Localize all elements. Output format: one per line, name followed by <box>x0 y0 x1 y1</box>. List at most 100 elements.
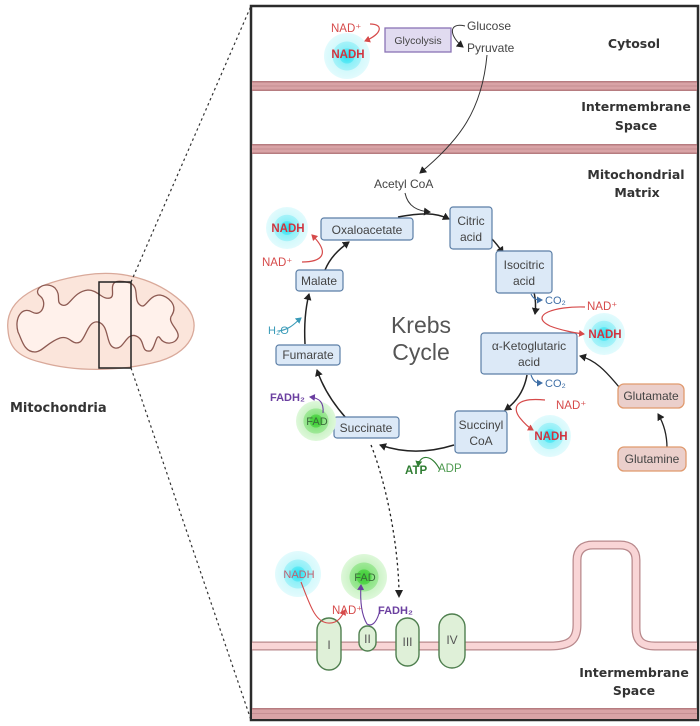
nad-to-nadh-arrow <box>364 23 380 43</box>
nadh-glow-icon <box>275 551 321 597</box>
glycolysis-nadh: NADH <box>331 49 364 61</box>
complex-iv-label: IV <box>446 633 457 647</box>
h2o-label: H₂O <box>268 325 289 337</box>
glutamate-label: Glutamate <box>623 389 679 403</box>
region-intermembrane-top-1: Intermembrane <box>581 99 691 114</box>
complex-ii-label: II <box>364 632 371 646</box>
outer-membrane-top <box>252 81 697 91</box>
nadh-glow-icon <box>583 313 625 355</box>
mitochondria-label: Mitochondria <box>10 401 107 416</box>
succinyl-coa-box <box>454 410 508 454</box>
arrow-oxaloacetate-to-citric <box>397 212 450 220</box>
glutamine-label: Glutamine <box>625 452 680 466</box>
citric-acid-label-1: Citric <box>457 214 484 228</box>
ketoglutaric-nadh: NADH <box>534 431 567 443</box>
arrow-succinate-to-fumarate <box>315 369 347 419</box>
ketoglutaric-nad-arrow <box>515 398 546 431</box>
ketoglutaric-acid-label-1: α-Ketoglutaric <box>492 339 566 353</box>
glutamine-box <box>617 446 687 472</box>
complex-iv <box>438 613 466 669</box>
glycolysis-nad-plus: NAD⁺ <box>331 23 361 35</box>
arrow-isocitric-to-ketoglutaric <box>531 291 540 315</box>
glucose-label: Glucose <box>467 19 511 33</box>
anaplerosis-group: Glutamate Glutamine <box>579 353 687 472</box>
oxaloacetate-label: Oxaloacetate <box>332 223 403 237</box>
oxaloacetate-box <box>320 217 414 241</box>
glutamate-box <box>617 383 685 409</box>
fad-glow-icon <box>341 554 387 600</box>
zoom-line-bottom <box>130 367 252 721</box>
dotted-arrowhead <box>395 590 403 598</box>
krebs-title-2: Cycle <box>392 339 450 365</box>
outer-membrane-bottom <box>252 708 697 719</box>
krebs-fad: FAD <box>306 416 327 428</box>
pyruvate-to-acetyl-coa-arrow <box>419 54 488 174</box>
fumarate-label: Fumarate <box>282 348 334 362</box>
etc-nad-plus: NAD⁺ <box>332 605 362 617</box>
zoom-line-top <box>130 5 252 283</box>
succinate-label: Succinate <box>340 421 393 435</box>
fumarate-box <box>275 344 341 366</box>
succinyl-coa-label-2: CoA <box>469 434 492 448</box>
acetyl-coa-label: Acetyl CoA <box>374 177 433 191</box>
electron-transport-chain: NADH FAD I II III IV NAD⁺ FADH₂ <box>275 551 466 671</box>
isocitric-co2: CO₂ <box>545 295 566 307</box>
ketoglutaric-co2: CO₂ <box>545 378 566 390</box>
isocitric-acid-label-2: acid <box>513 274 535 288</box>
isocitric-nadh: NADH <box>588 329 621 341</box>
complex-iii <box>395 617 420 667</box>
glycolysis-label: Glycolysis <box>394 35 441 47</box>
zoom-region-box <box>98 281 132 369</box>
isocitric-nad-plus: NAD⁺ <box>587 301 617 313</box>
inner-membrane-top <box>252 144 697 154</box>
glycolysis-group: NAD⁺ NADH Glycolysis Glucose Pyruvate <box>324 19 515 174</box>
ketoglutaric-acid-box <box>480 332 578 375</box>
nadh-glow-icon <box>529 415 571 457</box>
complex-i <box>316 617 342 671</box>
complex-i-label: I <box>327 638 330 652</box>
arrow-fumarate-to-malate <box>303 293 312 345</box>
region-matrix-2: Matrix <box>614 185 659 200</box>
glutamine-to-glutamate-arrow <box>657 413 668 449</box>
isocitric-co2-arrow <box>530 293 543 304</box>
krebs-fadh2: FADH₂ <box>270 392 305 404</box>
etc-fadh2: FADH₂ <box>378 605 413 617</box>
arrow-succinyl-to-succinate <box>379 443 455 452</box>
ketoglutaric-acid-label-2: acid <box>518 355 540 369</box>
malate-box <box>295 269 344 292</box>
succinyl-coa-label-1: Succinyl <box>459 418 504 432</box>
arrow-ketoglutaric-to-succinyl <box>504 374 528 411</box>
region-intermembrane-top-2: Space <box>615 118 657 133</box>
isocitric-nad-arrow <box>541 306 586 337</box>
malate-label: Malate <box>301 274 337 288</box>
ketoglutaric-nad-plus: NAD⁺ <box>556 400 586 412</box>
adp-to-atp-arrow <box>415 456 441 471</box>
glutamate-to-ketoglutaric-arrow <box>579 353 620 388</box>
region-matrix-1: Mitochondrial <box>587 167 684 182</box>
mitochondrion-overview: Mitochondria <box>7 5 252 721</box>
adp-label: ADP <box>438 463 462 475</box>
arrow-malate-to-oxaloacetate <box>324 241 350 271</box>
acetyl-coa-arrow <box>404 192 431 216</box>
krebs-cycle: Krebs Cycle Acetyl CoA Oxaloacetate Citr… <box>262 177 625 598</box>
glycolysis-box <box>384 27 452 53</box>
krebs-title-1: Krebs <box>391 312 451 338</box>
etc-fadh2-arrow <box>357 584 381 626</box>
citric-acid-box <box>449 206 493 250</box>
nadh-glow-icon <box>266 207 308 249</box>
isocitric-acid-label-1: Isocitric <box>504 258 545 272</box>
isocitric-acid-box <box>495 250 553 294</box>
fad-glow-icon <box>296 401 336 441</box>
nadh-glow-icon <box>324 33 370 79</box>
pyruvate-label: Pyruvate <box>467 41 515 55</box>
malate-nad-plus: NAD⁺ <box>262 257 292 269</box>
fad-to-fadh2-arrow <box>309 394 324 414</box>
region-intermembrane-bottom-2: Space <box>613 683 655 698</box>
malate-nad-arrow <box>301 234 323 263</box>
h2o-arrow <box>277 317 302 332</box>
complex-iii-label: III <box>402 635 412 649</box>
citric-acid-label-2: acid <box>460 230 482 244</box>
malate-nadh: NADH <box>271 223 304 235</box>
region-cytosol: Cytosol <box>608 36 660 51</box>
etc-nadh: NADH <box>283 569 314 581</box>
